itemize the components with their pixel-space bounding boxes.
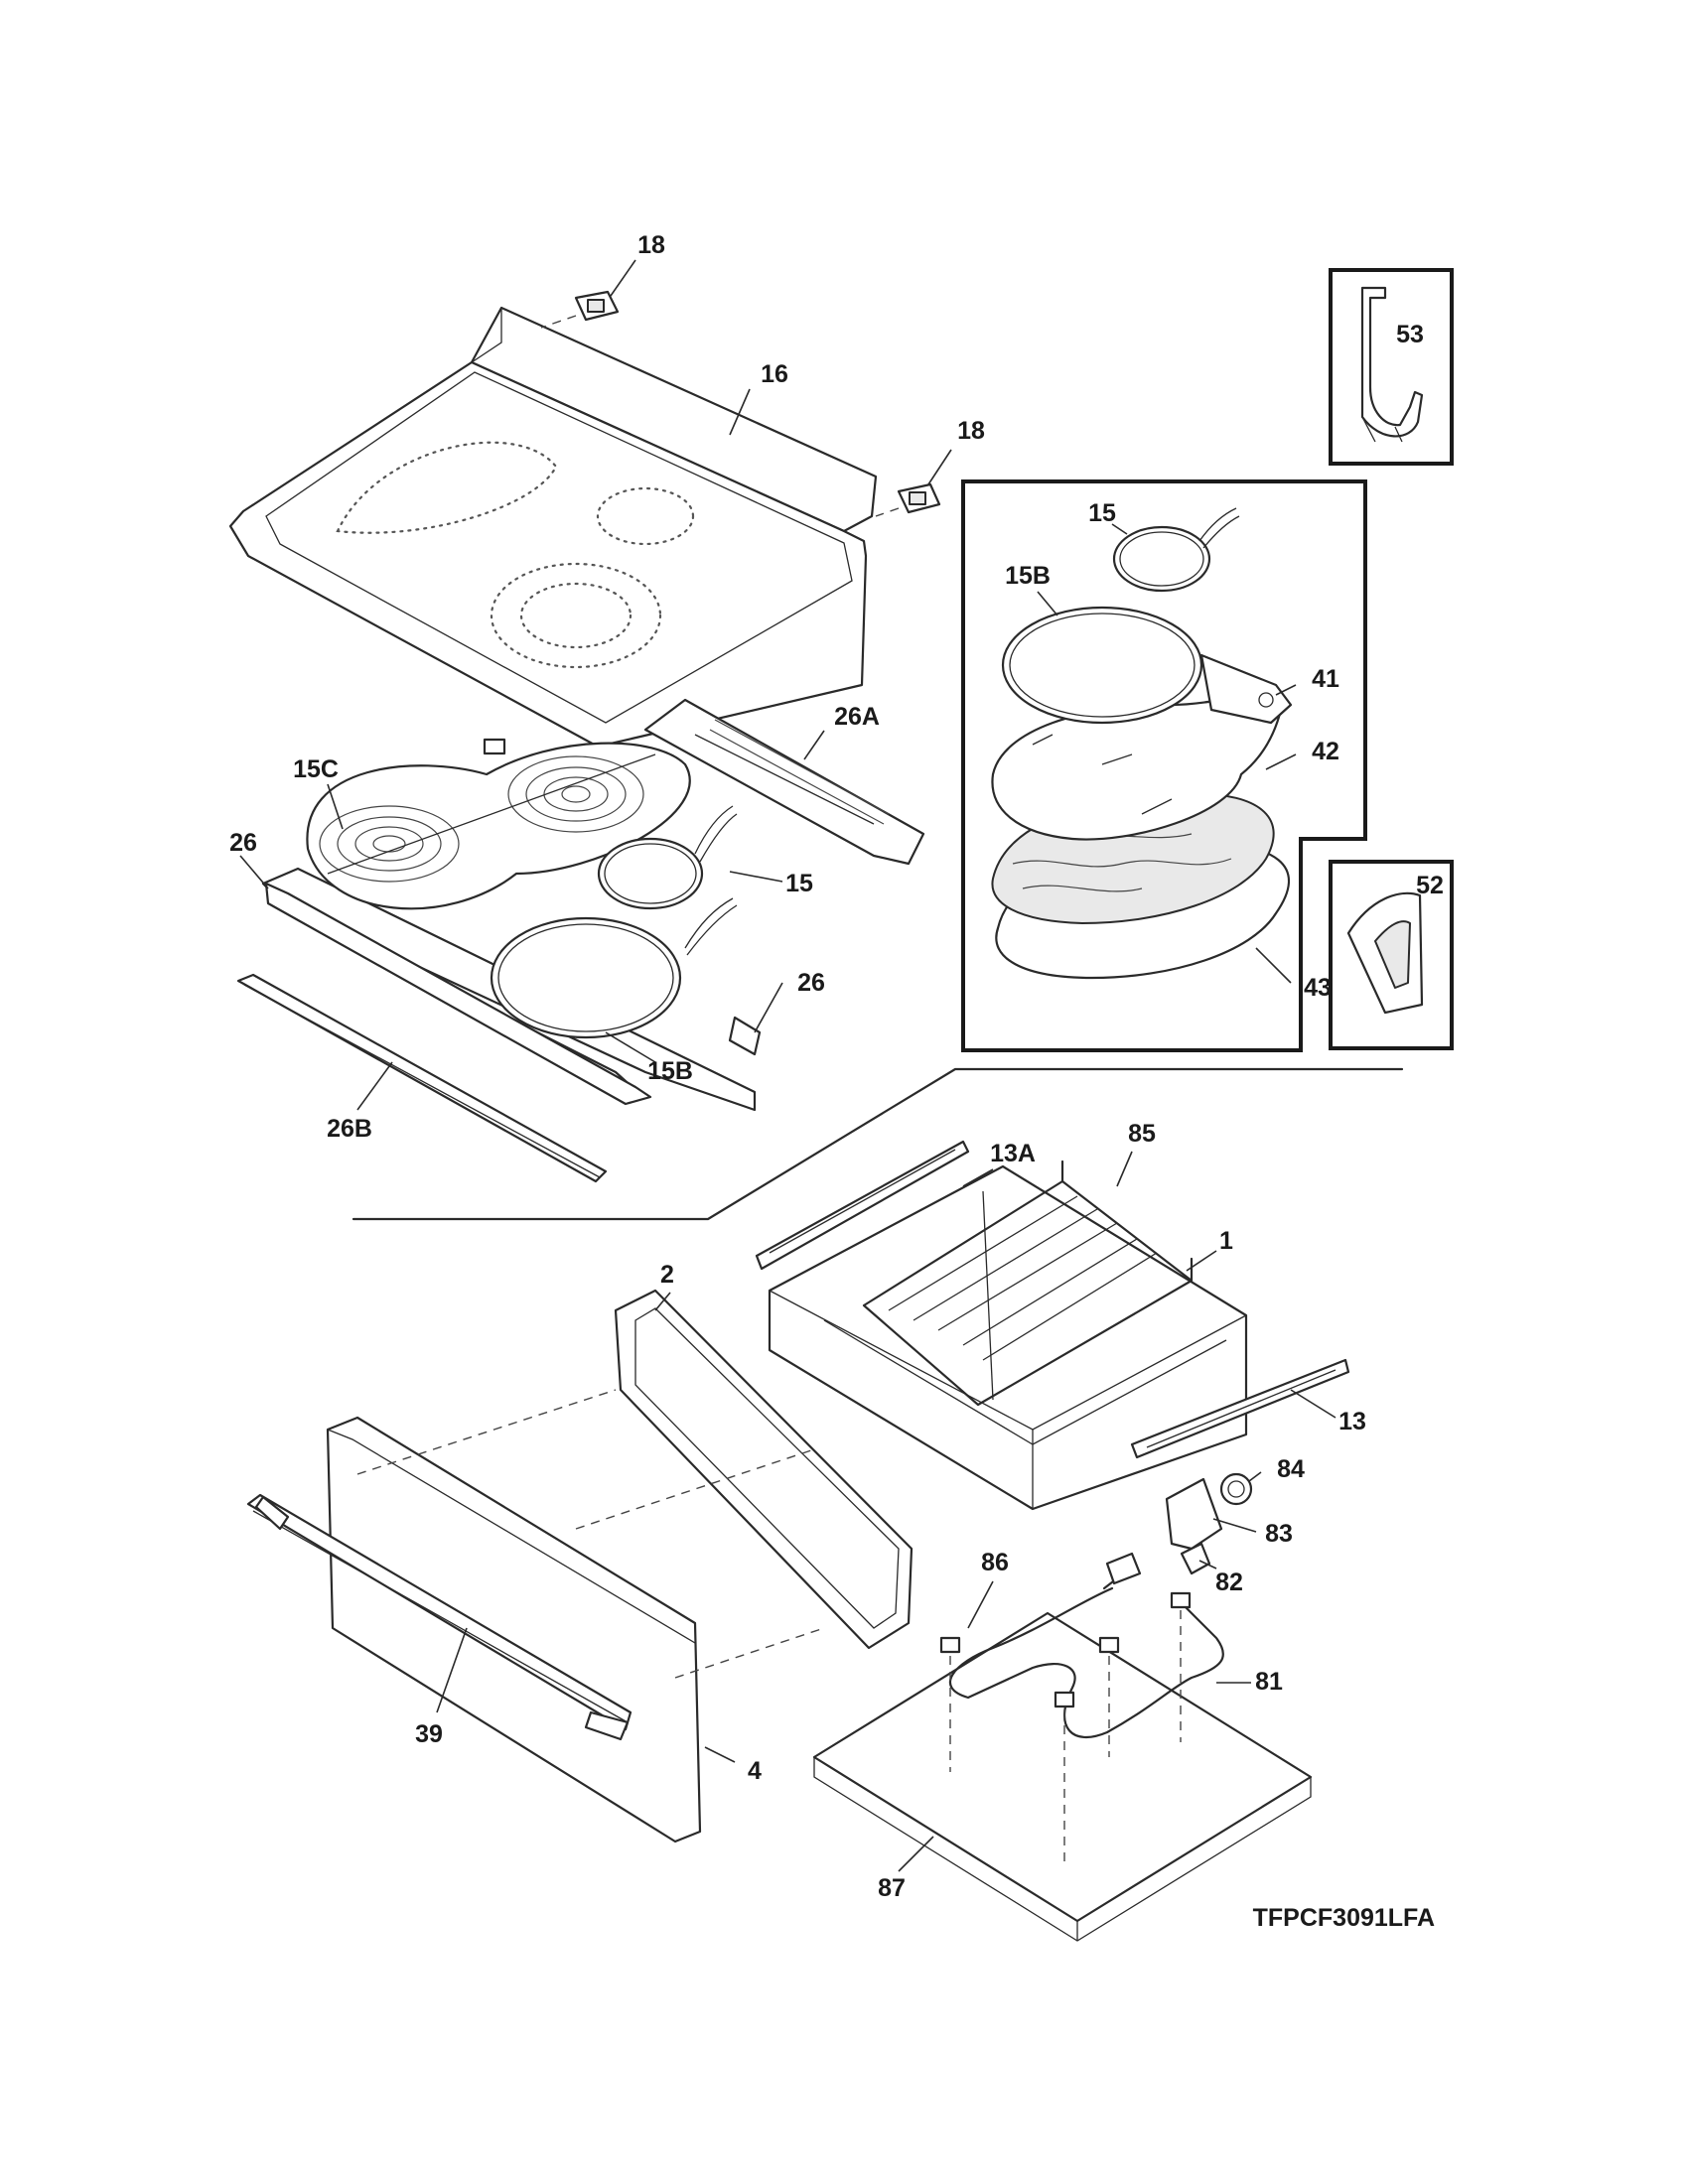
callout-2: 2: [660, 1261, 674, 1289]
callout-39: 39: [415, 1720, 443, 1748]
callout-18-left: 18: [637, 231, 665, 259]
callout-26-right: 26: [797, 969, 825, 997]
inset-part-41-element-pan: [991, 653, 1293, 841]
part-86-clips: [939, 1591, 1192, 1708]
callout-85: 85: [1128, 1120, 1156, 1148]
callout-41: 41: [1312, 665, 1339, 693]
part-87-bottom-pan: [812, 1611, 1313, 1942]
part-18-bracket-left: [574, 290, 620, 322]
inset-frame-part-52: [1329, 860, 1454, 1050]
part-53-clip: [1360, 286, 1424, 443]
callout-26A: 26A: [834, 703, 880, 731]
callout-43: 43: [1304, 974, 1332, 1002]
part-4-drawer-front: [326, 1416, 702, 1843]
callout-15B: 15B: [647, 1057, 693, 1085]
part-13-slide-rail-right: [1130, 1358, 1350, 1459]
burner-outline-right: [596, 486, 695, 546]
part-26A-spreader-bar: [643, 698, 925, 866]
callout-26B: 26B: [327, 1115, 372, 1143]
callout-13: 13: [1338, 1408, 1366, 1435]
callout-15: 15: [785, 870, 813, 897]
callout-4: 4: [748, 1757, 762, 1785]
part-82-clip: [1180, 1542, 1211, 1575]
part-13A-slide-rail-left: [755, 1140, 970, 1271]
callout-86: 86: [981, 1549, 1009, 1576]
part-18-bracket-right: [897, 482, 941, 514]
callout-26-left: 26: [229, 829, 257, 857]
part-81-bake-element: [948, 1552, 1224, 1738]
part-1-drawer-body: [768, 1164, 1248, 1511]
callout-84: 84: [1277, 1455, 1305, 1483]
callout-16: 16: [761, 360, 788, 388]
callout-15C: 15C: [293, 755, 339, 783]
part-15C-bridge-element: [306, 738, 691, 910]
callout-1: 1: [1219, 1227, 1233, 1255]
callout-15-inset: 15: [1088, 499, 1116, 527]
callout-83: 83: [1265, 1520, 1293, 1548]
section-divider: [352, 1067, 1404, 1221]
inset-part-15B-element: [1001, 606, 1203, 725]
part-39-handle: [246, 1493, 633, 1741]
burner-outline-bridge: [336, 441, 558, 534]
part-26-element-bracket-front: [264, 882, 762, 1106]
callout-87: 87: [878, 1874, 906, 1902]
callout-81: 81: [1255, 1668, 1283, 1696]
callout-15B-inset: 15B: [1005, 562, 1051, 590]
leader-lines: [239, 259, 1336, 1872]
diagram-code: TFPCF3091LFA: [1253, 1904, 1435, 1932]
callout-53: 53: [1396, 321, 1424, 348]
callout-labels: 18 16 18 53 15 15B 41 42 43 52 26A 15C 2…: [229, 231, 1444, 1902]
part-2-door-liner: [614, 1289, 914, 1650]
callout-18-right: 18: [957, 417, 985, 445]
part-15B-radiant-element: [490, 897, 738, 1039]
inset-part-15-element: [1112, 507, 1240, 593]
callout-42: 42: [1312, 738, 1339, 765]
callout-52: 52: [1416, 872, 1444, 899]
part-83-bracket: [1165, 1477, 1223, 1551]
callout-82: 82: [1215, 1569, 1243, 1596]
part-26B-trim-strip: [236, 973, 608, 1183]
part-15-radiant-element: [597, 805, 738, 910]
part-84-thermostat: [1219, 1472, 1253, 1506]
inset-frame-element-stack: [961, 479, 1367, 1052]
callout-13A: 13A: [990, 1140, 1036, 1167]
burner-outline-front-outer: [490, 562, 662, 669]
part-85-rack: [862, 1160, 1194, 1407]
burner-outline-front-inner: [519, 582, 633, 649]
part-52-bracket: [1346, 891, 1424, 1015]
inset-frame-part-53: [1329, 268, 1454, 466]
